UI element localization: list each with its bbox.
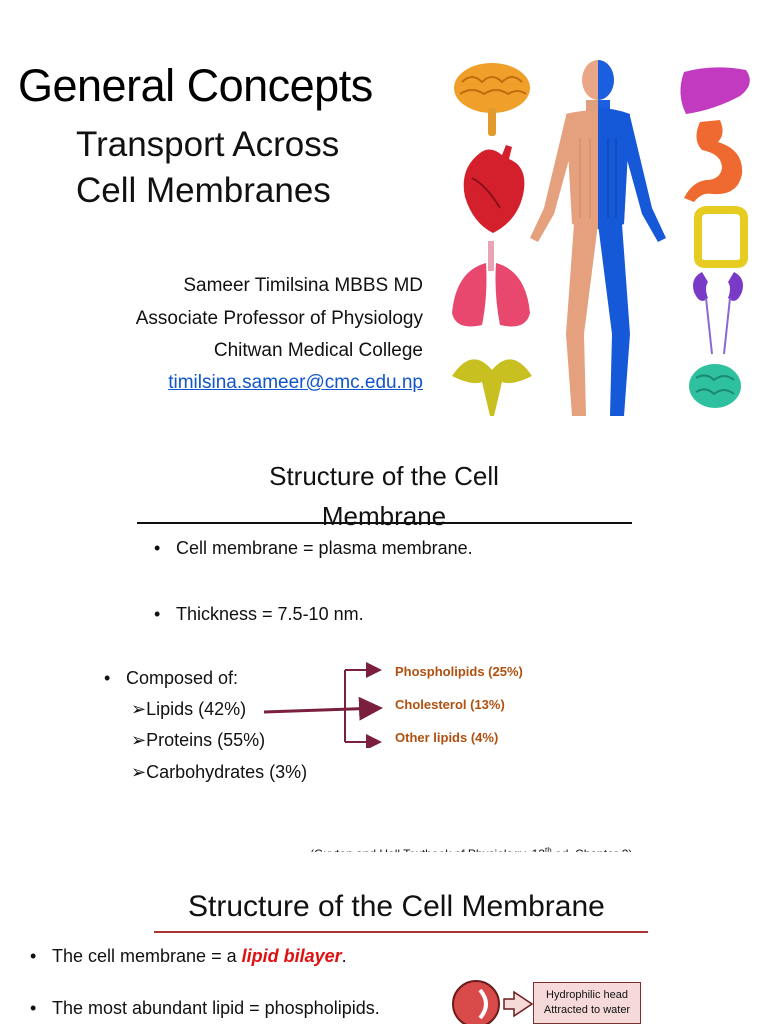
kidneys-icon — [693, 272, 743, 355]
lipid-type-phospholipids: Phospholipids (25%) — [395, 664, 523, 679]
emphasis-lipid-bilayer: lipid bilayer — [241, 946, 342, 966]
thyroid-icon — [452, 359, 532, 416]
title-divider — [137, 522, 632, 524]
lipid-type-cholesterol: Cholesterol (13%) — [395, 697, 505, 712]
slide-title-line-1: Structure of the Cell — [269, 461, 499, 491]
structure-slide: Structure of the Cell Membrane •Cell mem… — [0, 432, 768, 861]
title-slide: General Concepts Transport Across Cell M… — [0, 0, 768, 430]
brain-icon — [454, 63, 530, 136]
bullet-item: •The cell membrane = a lipid bilayer. — [30, 946, 347, 966]
author-name: Sameer Timilsina MBBS MD — [183, 275, 423, 296]
callout-line-1: Hydrophilic head — [546, 989, 628, 1001]
lipid-type-other: Other lipids (4%) — [395, 730, 499, 745]
subtitle-line-1: Transport Across — [76, 125, 340, 164]
bilayer-slide: Structure of the Cell Membrane •The cell… — [0, 852, 768, 1024]
bullet-item: •Composed of: — [104, 668, 239, 688]
slide-title: Structure of the Cell Membrane — [0, 456, 768, 536]
bullet-item: •Cell membrane = plasma membrane. — [154, 538, 473, 558]
title-divider — [154, 931, 648, 933]
slide-subtitle: Transport Across Cell Membranes — [76, 122, 339, 214]
sub-item-lipids: ➢Lipids (42%) — [131, 699, 247, 719]
liver-icon — [680, 67, 750, 114]
intestine-icon — [694, 206, 748, 268]
human-body-icon — [530, 60, 666, 416]
slide-title: Structure of the Cell Membrane — [188, 890, 605, 923]
lipid-breakdown-arrows — [263, 662, 383, 748]
author-institution: Chitwan Medical College — [213, 340, 423, 361]
sub-item-carbohydrates: ➢Carbohydrates (3%) — [131, 762, 308, 782]
lungs-icon — [452, 241, 530, 327]
bullet-item: •Thickness = 7.5-10 nm. — [154, 604, 364, 624]
pancreas-icon — [689, 364, 741, 408]
stomach-icon — [684, 120, 743, 202]
slide-title-line-2: Membrane — [321, 501, 447, 531]
bullet-item: •The most abundant lipid = phospholipids… — [30, 998, 380, 1018]
author-email-link[interactable]: timilsina.sameer@cmc.edu.np — [168, 372, 423, 393]
slide-title: General Concepts — [18, 60, 373, 111]
author-role: Associate Professor of Physiology — [135, 308, 423, 329]
sub-item-proteins: ➢Proteins (55%) — [131, 730, 266, 750]
anatomy-illustration — [452, 60, 750, 416]
callout-line-2: Attracted to water — [543, 1004, 631, 1016]
subtitle-line-2: Cell Membranes — [76, 171, 331, 210]
phospholipid-head-icon — [452, 980, 534, 1024]
heart-icon — [463, 145, 525, 233]
hydrophilic-head-callout: Hydrophilic head Attracted to water — [533, 982, 641, 1024]
